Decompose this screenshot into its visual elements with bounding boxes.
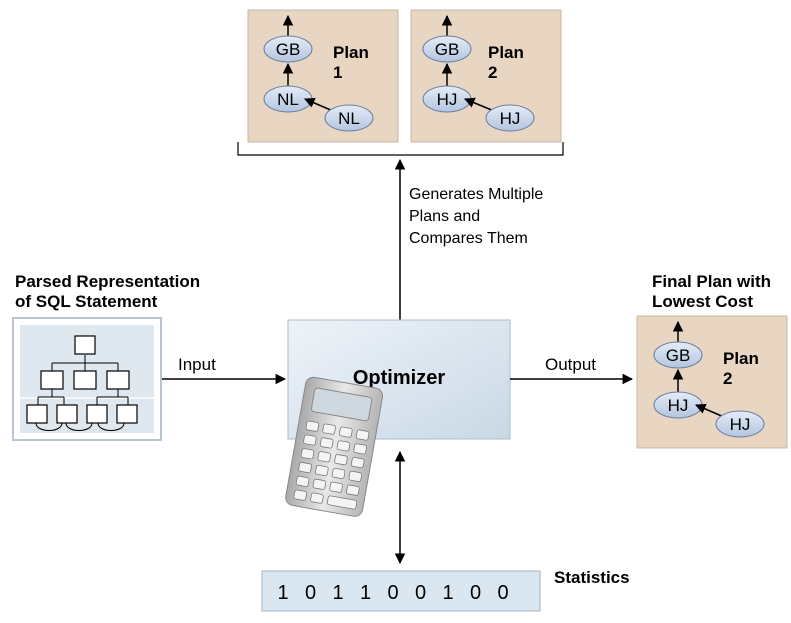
- plan-card-1: GB NL NL Plan 1: [247, 9, 399, 143]
- statistics-bit: 1: [332, 582, 343, 604]
- final-gb-label: GB: [666, 346, 691, 365]
- statistics-bit: 0: [415, 582, 426, 604]
- tree-root-box: [74, 335, 96, 355]
- output-label: Output: [545, 355, 596, 374]
- final-gb-node: [653, 341, 703, 369]
- statistics-bit: 1: [277, 582, 288, 604]
- plan1-gb-label: GB: [276, 40, 301, 59]
- final-plan-number: 2: [723, 369, 732, 388]
- final-plan-card: GB HJ HJ Plan 2: [636, 315, 788, 449]
- statistics-bit: 1: [442, 582, 453, 604]
- plan1-nl-child-node: [324, 104, 374, 132]
- tree-mid-box-left: [40, 370, 64, 390]
- tree-leaf-box-1: [26, 404, 48, 424]
- tree-leaf-box-4: [116, 404, 138, 424]
- statistics-bit: 0: [305, 582, 316, 604]
- statistics-bit: 0: [497, 582, 508, 604]
- final-plan-title: Plan: [723, 349, 759, 368]
- plan1-nl-child-label: NL: [338, 109, 360, 128]
- plan2-gb-label: GB: [435, 40, 460, 59]
- optimizer-label: Optimizer: [353, 367, 445, 389]
- tree-leaf-box-2: [56, 404, 78, 424]
- plan1-title: Plan: [333, 43, 369, 62]
- plan2-title: Plan: [488, 43, 524, 62]
- plan1-gb-node: [263, 35, 313, 63]
- final-hj-child-node: [715, 410, 765, 438]
- final-title-line1: Final Plan with: [652, 272, 771, 291]
- final-title-line2: Lowest Cost: [652, 292, 753, 311]
- plan1-number: 1: [333, 63, 342, 82]
- plan2-hj-child-label: HJ: [500, 109, 521, 128]
- parsed-title-line1: Parsed Representation: [15, 272, 200, 291]
- plan2-hj-child-node: [485, 104, 535, 132]
- tree-mid-box-right: [106, 370, 130, 390]
- tree-leaf-box-3: [86, 404, 108, 424]
- statistics-bit: 0: [470, 582, 481, 604]
- plan2-gb-node: [422, 35, 472, 63]
- calculator-icon: [285, 376, 384, 517]
- plan2-number: 2: [488, 63, 497, 82]
- statistics-bit: 0: [387, 582, 398, 604]
- generates-label-line1: Generates Multiple: [409, 186, 543, 203]
- plan-card-2: GB HJ HJ Plan 2: [410, 9, 562, 143]
- parsed-title-line2: of SQL Statement: [15, 292, 158, 311]
- final-hj-child-label: HJ: [730, 415, 751, 434]
- tree-mid-box-center: [73, 370, 97, 390]
- plan2-hj-label: HJ: [437, 90, 458, 109]
- input-label: Input: [178, 355, 216, 374]
- final-hj-label: HJ: [668, 396, 689, 415]
- generates-label-line3: Compares Them: [409, 230, 528, 247]
- plans-bracket: [237, 142, 564, 156]
- parsed-tree-box: [12, 317, 162, 441]
- plan1-nl-label: NL: [277, 90, 299, 109]
- statistics-label: Statistics: [554, 568, 630, 587]
- generates-label-line2: Plans and: [409, 208, 480, 225]
- statistics-bit: 1: [360, 582, 371, 604]
